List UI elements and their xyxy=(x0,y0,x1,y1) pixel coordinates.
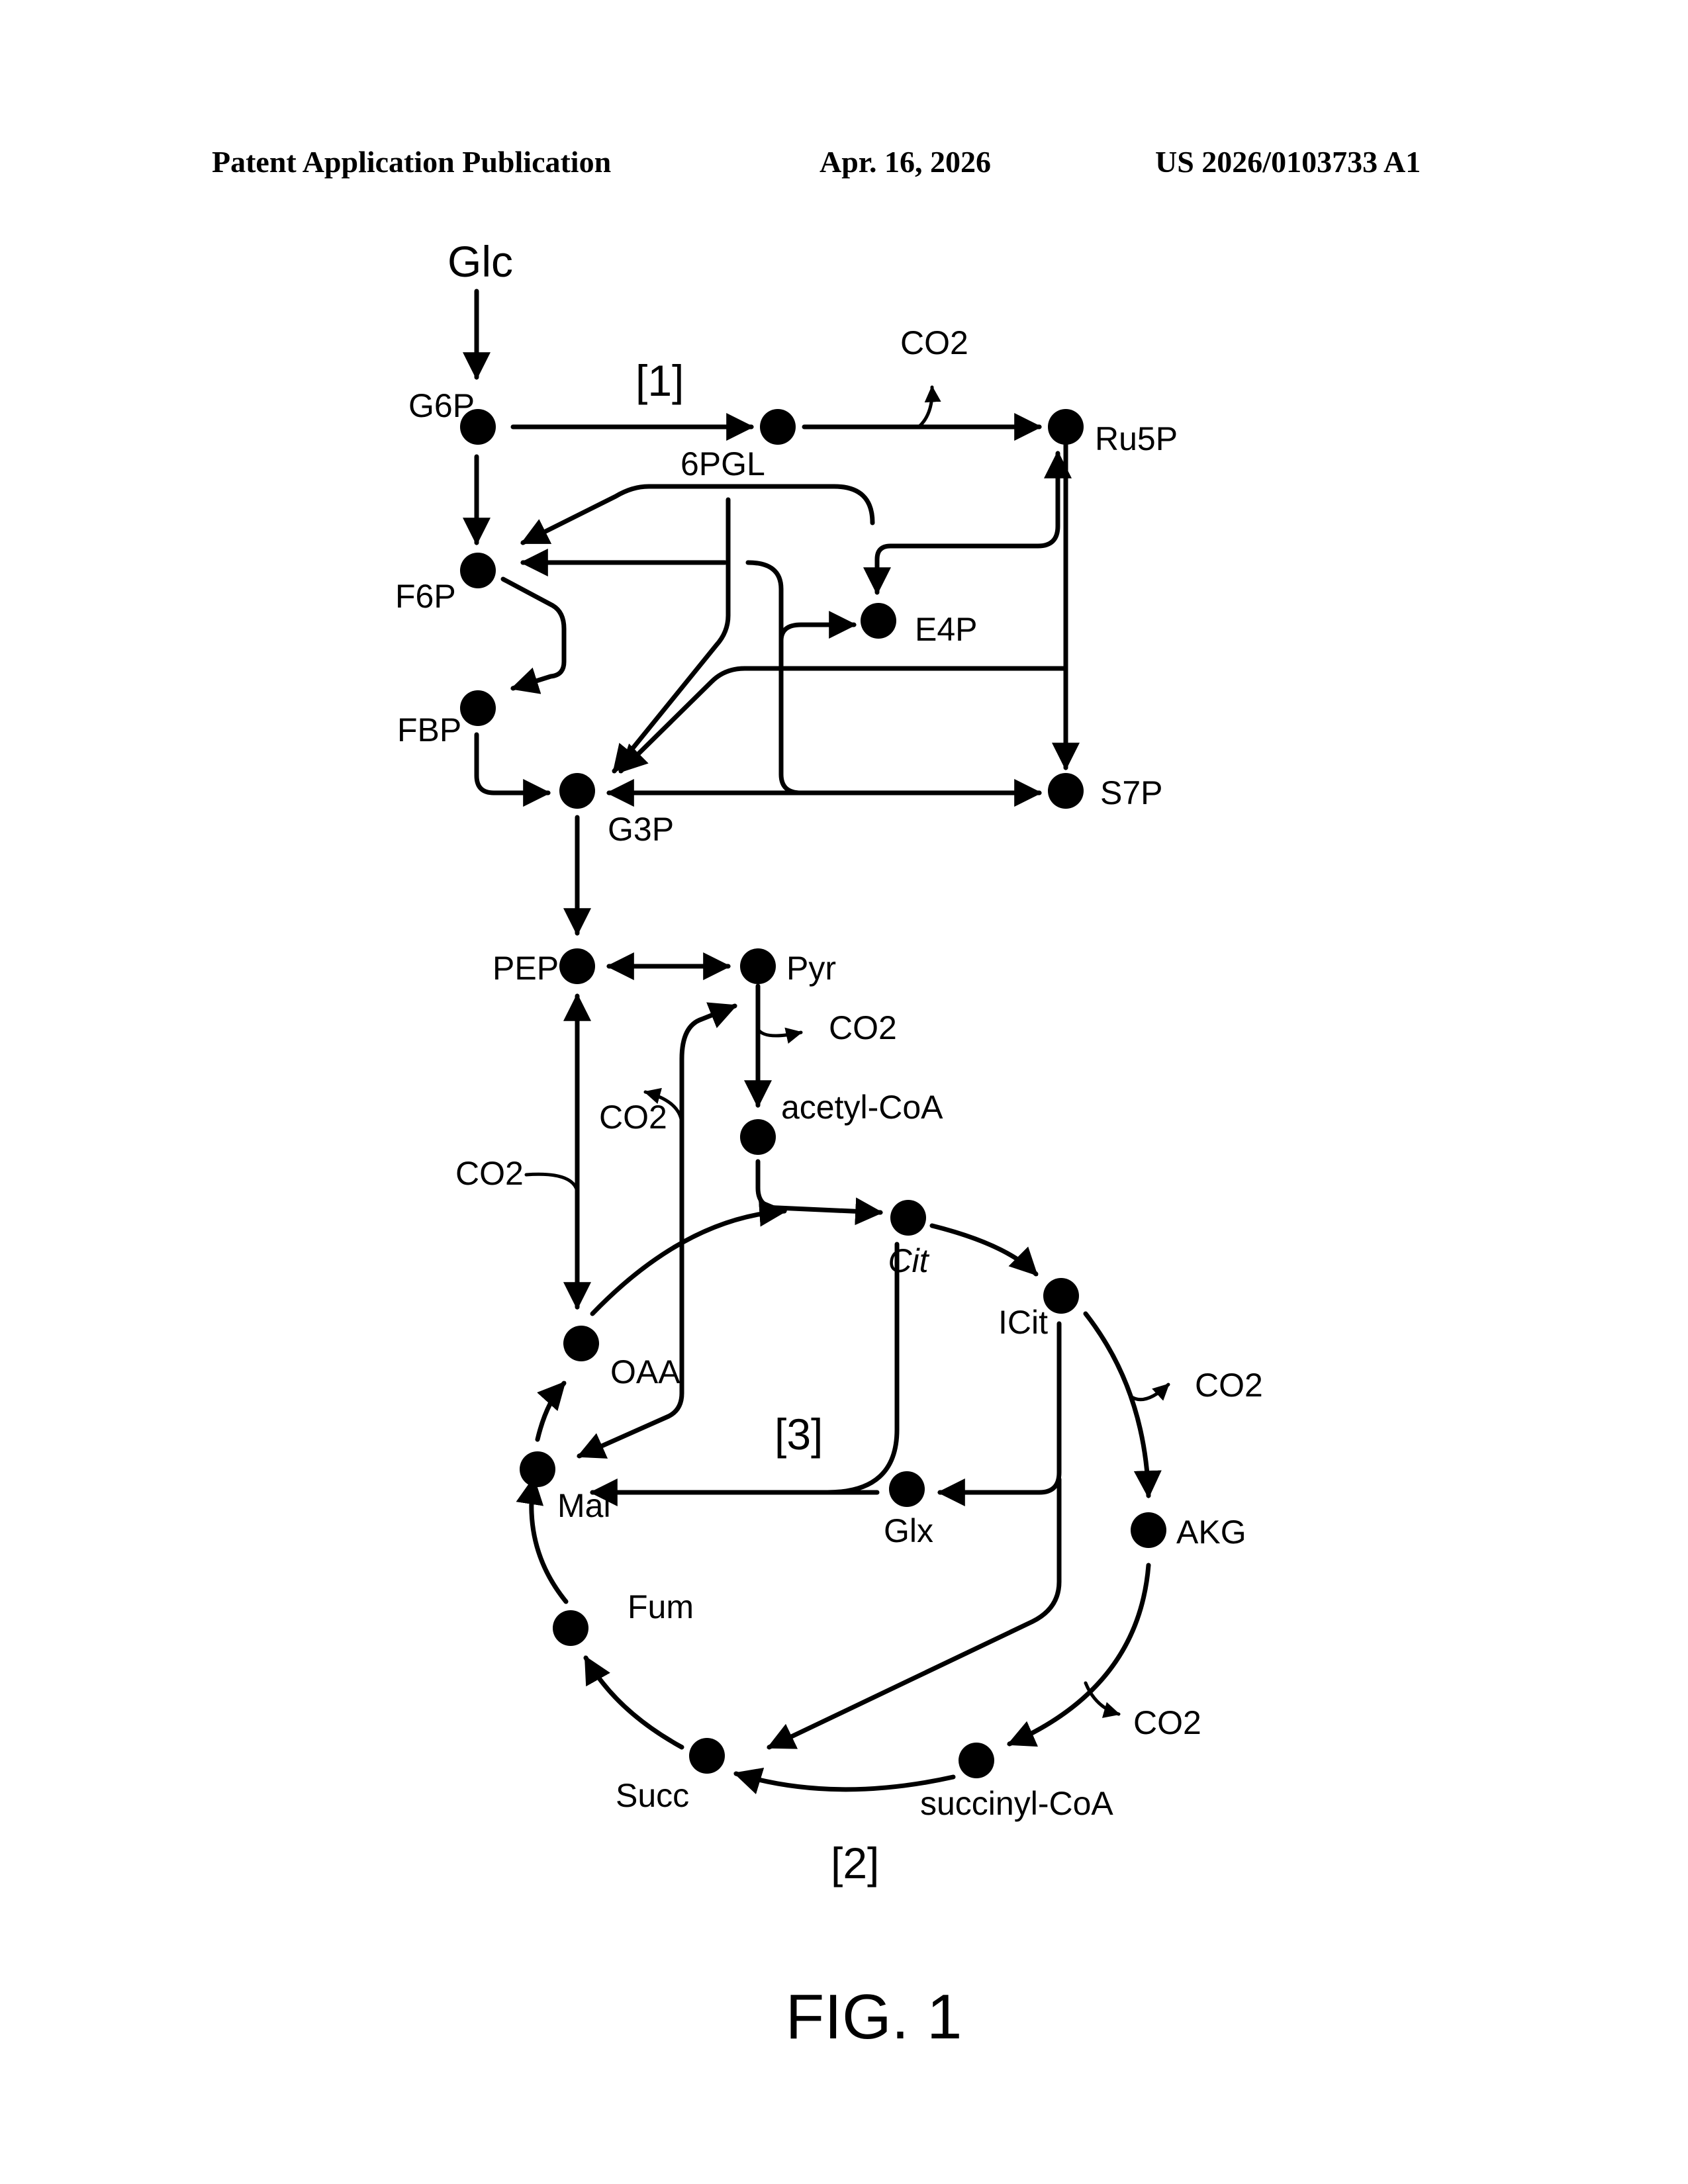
label-oaa: OAA xyxy=(610,1353,680,1390)
node-fbp xyxy=(460,690,496,726)
edge-f6p-fbp xyxy=(503,579,564,688)
node-oaa xyxy=(563,1326,599,1361)
label-g3p: G3P xyxy=(608,811,674,848)
label-e4p: E4P xyxy=(915,611,978,648)
edge-to-e4p xyxy=(781,625,854,641)
node-pep xyxy=(559,948,595,984)
labels: Glc G6P 6PGL Ru5P F6P E4P FBP G3P S7P PE… xyxy=(395,237,1263,2052)
node-succ xyxy=(689,1738,725,1774)
label-ref-1: [1] xyxy=(635,356,684,405)
edge-co2-release-pdh xyxy=(758,1029,801,1036)
label-6pgl: 6PGL xyxy=(680,445,765,482)
node-ru5p xyxy=(1048,409,1084,445)
label-ref-3: [3] xyxy=(774,1410,823,1459)
node-f6p xyxy=(460,553,496,588)
label-fbp: FBP xyxy=(397,711,461,749)
label-ru5p: Ru5P xyxy=(1095,420,1178,457)
edge-6pgl-split xyxy=(523,486,872,543)
node-s7p xyxy=(1048,773,1084,809)
label-co2-pdh: CO2 xyxy=(829,1009,897,1046)
node-pyr xyxy=(740,948,776,984)
node-akg xyxy=(1131,1512,1166,1548)
label-co2-me: CO2 xyxy=(599,1099,667,1136)
label-co2-ppp: CO2 xyxy=(900,324,968,361)
node-mal xyxy=(520,1451,555,1487)
label-cit: Cit xyxy=(888,1242,929,1279)
label-ref-2: [2] xyxy=(831,1839,879,1888)
label-mal: Mal xyxy=(557,1487,611,1524)
edge-e4p-branch xyxy=(748,563,801,793)
label-pep: PEP xyxy=(492,950,559,987)
label-succinyl-coa: succinyl-CoA xyxy=(920,1785,1113,1822)
edge-6pgl-g3p xyxy=(614,500,728,771)
node-cit xyxy=(890,1200,926,1236)
node-fum xyxy=(553,1610,588,1646)
edge-accoa-cit xyxy=(758,1161,880,1212)
edge-icit-glx xyxy=(940,1324,1059,1492)
node-icit xyxy=(1043,1278,1079,1314)
label-g6p: G6P xyxy=(408,387,475,424)
edge-cit-mal-shunt xyxy=(827,1244,897,1492)
node-glx xyxy=(889,1471,925,1507)
label-akg: AKG xyxy=(1176,1514,1246,1551)
label-glc: Glc xyxy=(447,237,513,286)
label-pyr: Pyr xyxy=(786,950,836,987)
edge-oaa-cit xyxy=(592,1211,784,1314)
label-acetyl-coa: acetyl-CoA xyxy=(781,1089,943,1126)
label-fum: Fum xyxy=(628,1588,694,1625)
edge-co2-fix-ppc xyxy=(526,1174,577,1191)
edge-succ-fum xyxy=(586,1658,682,1747)
label-f6p: F6P xyxy=(395,578,456,615)
node-6pgl xyxy=(760,409,796,445)
edge-icit-akg xyxy=(1086,1314,1149,1496)
label-s7p: S7P xyxy=(1100,774,1163,811)
node-acetyl-coa xyxy=(740,1119,776,1155)
label-succ: Succ xyxy=(616,1777,689,1814)
label-glx: Glx xyxy=(884,1512,933,1549)
label-co2-icd: CO2 xyxy=(1195,1367,1263,1404)
edge-akg-succoa xyxy=(1009,1565,1149,1744)
node-g3p xyxy=(559,773,595,809)
node-e4p xyxy=(861,603,896,639)
edge-co2-release-akgdh xyxy=(1086,1683,1119,1714)
edge-co2-release-ppp xyxy=(919,387,932,427)
node-succinyl-coa xyxy=(959,1743,994,1778)
edge-fbp-g3p xyxy=(477,735,548,793)
edge-co2-release-icd xyxy=(1131,1385,1168,1400)
edge-cit-icit xyxy=(932,1226,1036,1274)
label-co2-ppc: CO2 xyxy=(455,1155,524,1192)
label-co2-akgdh: CO2 xyxy=(1133,1704,1201,1741)
edge-mal-oaa xyxy=(538,1383,564,1439)
label-icit: ICit xyxy=(998,1304,1048,1341)
edge-ru5p-e4p-loop xyxy=(877,453,1058,592)
figure-label: FIG. 1 xyxy=(786,1981,962,2052)
